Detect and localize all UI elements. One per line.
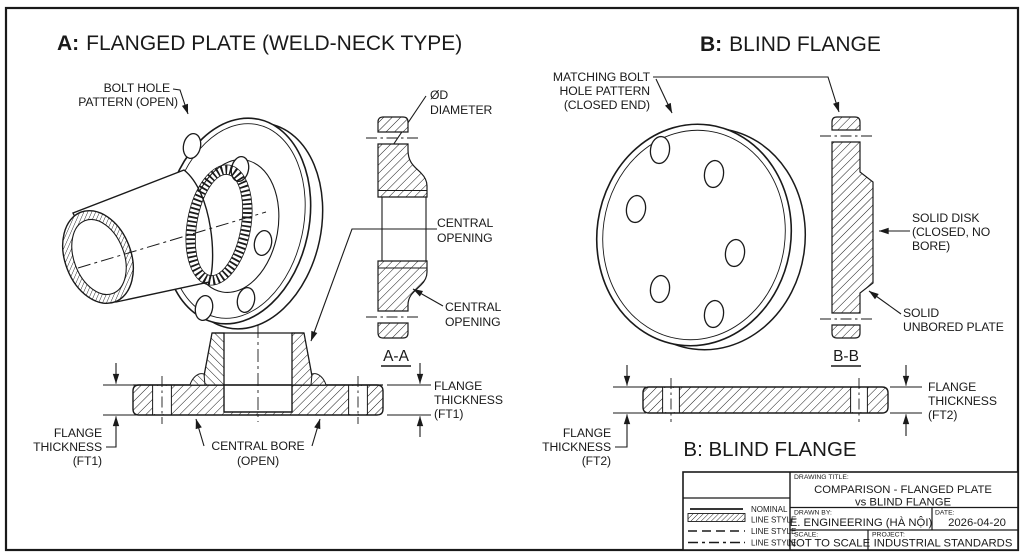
legend-label-dashed: LINE STYLE	[751, 527, 796, 536]
title-section-b: B:BLIND FLANGE	[700, 33, 881, 56]
isometric-blind-flange	[595, 123, 807, 351]
leader-central-opening-top	[310, 228, 435, 342]
project-label: PROJECT:	[872, 532, 905, 539]
drawn-by-value: E. ENGINEERING (HÀ NỘI)	[790, 516, 933, 529]
label-central-bore: CENTRAL BORE(OPEN)	[211, 439, 304, 468]
date-label: DATE:	[935, 510, 955, 517]
leader-bolt-hole	[172, 88, 189, 115]
section-b-b	[820, 116, 874, 339]
weld-fillet-left	[189, 373, 206, 386]
side-view-blind-flange	[642, 378, 889, 422]
leader-solid-unbored	[868, 290, 902, 315]
isometric-weld-neck-flange	[62, 117, 324, 330]
section-mark-a: A-A	[383, 348, 410, 365]
weld-bead	[185, 164, 253, 286]
dimension-ft2-right	[890, 365, 922, 436]
pipe-centerline	[77, 211, 267, 269]
legend-label-hatch: LINE STYLE	[751, 516, 796, 525]
date-value: 2026-04-20	[948, 517, 1006, 529]
drawing-title-line1: COMPARISON - FLANGED PLATE	[814, 484, 992, 496]
project-value: INDUSTRIAL STANDARDS	[874, 538, 1013, 550]
drawing-title-line2: vs BLIND FLANGE	[855, 497, 952, 509]
side-view-weld-neck	[132, 325, 384, 424]
leader-central-bore-right	[311, 418, 321, 447]
sheet-border	[4, 6, 1020, 552]
drawn-by-label: DRAWN BY:	[794, 510, 832, 517]
leader-central-opening-bottom	[412, 288, 444, 307]
dimension-ft1-right	[387, 363, 431, 437]
line-style-legend: NOMINAL LINE STYLE LINE STYLE LINE STYLE	[687, 505, 796, 548]
section-mark-b: B-B	[833, 348, 859, 365]
legend-label-dashdot: LINE STYLE	[751, 539, 796, 548]
dimension-ft1-left	[103, 363, 140, 448]
title-block: NOMINAL LINE STYLE LINE STYLE LINE STYLE…	[682, 471, 1019, 551]
drawing-title-label: DRAWING TITLE:	[794, 474, 849, 481]
caption-blind-flange: B: BLIND FLANGE	[683, 438, 856, 461]
bolt-holes-a	[182, 132, 273, 322]
scale-value: NOT TO SCALE	[788, 538, 871, 550]
section-a-a	[352, 116, 440, 339]
legend-hatch-sample	[687, 513, 746, 522]
legend-label-nominal: NOMINAL	[751, 505, 788, 514]
leader-matching-bolt-right	[653, 76, 840, 113]
bolt-holes-b	[625, 135, 746, 329]
weld-fillet-right	[310, 373, 327, 386]
leader-central-bore-left	[195, 418, 205, 447]
leader-matching-bolt-left	[655, 78, 673, 114]
scale-label: SCALE:	[794, 532, 818, 539]
title-section-a: A:FLANGED PLATE (WELD-NECK TYPE)	[57, 32, 462, 55]
dimension-ft2-left	[613, 365, 646, 448]
